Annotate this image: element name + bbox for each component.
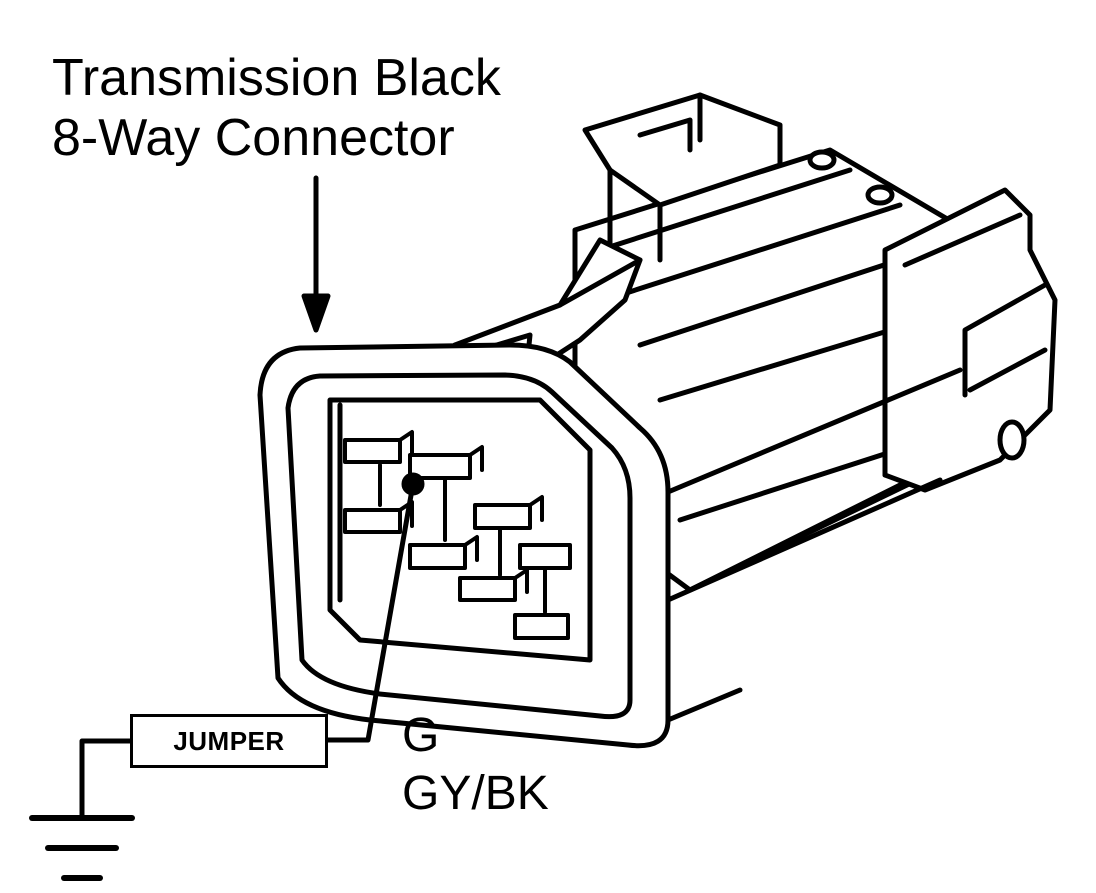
ground-symbol-icon bbox=[29, 815, 135, 881]
connector-terminals bbox=[343, 430, 572, 640]
jumper-wire bbox=[325, 481, 416, 743]
connector-pegs bbox=[807, 149, 895, 206]
connector-latch bbox=[582, 92, 783, 263]
arrow-down-icon bbox=[301, 175, 331, 333]
diagram-title-line-1: Transmission Black bbox=[52, 49, 501, 107]
diagram-title-line-2: 8-Way Connector bbox=[52, 109, 455, 167]
wire-color-label: GY/BK bbox=[402, 767, 549, 820]
connector-lock-ear bbox=[882, 187, 1058, 493]
jumper-box: JUMPER bbox=[130, 714, 328, 768]
ground-wire bbox=[79, 738, 133, 818]
pin-id-label: G bbox=[402, 709, 440, 762]
